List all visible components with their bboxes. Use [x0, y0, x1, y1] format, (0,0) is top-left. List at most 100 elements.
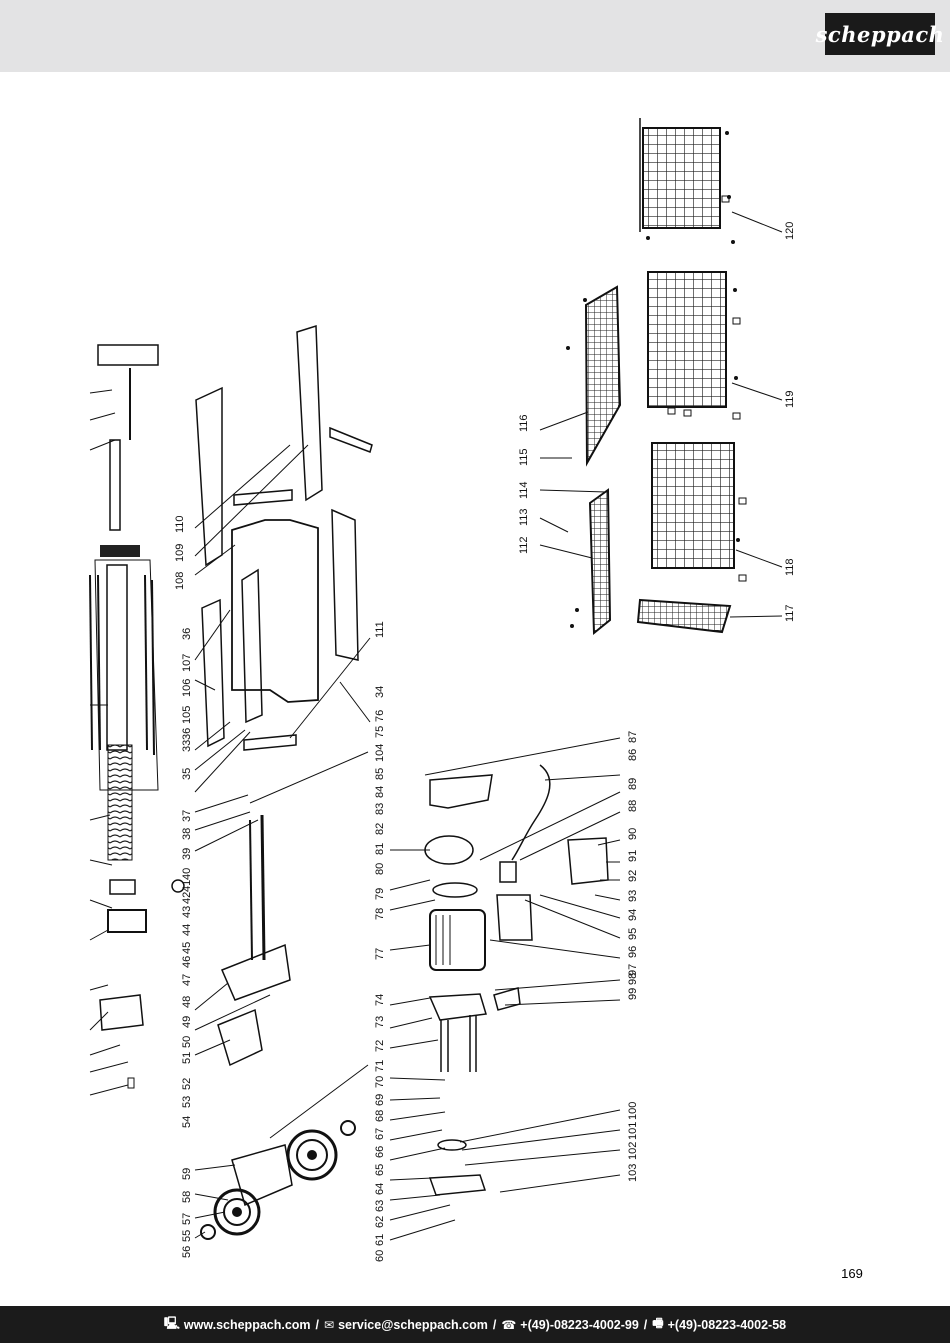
- callout-label: 49: [181, 1016, 193, 1028]
- page-footer: 🖳 www.scheppach.com / ✉ service@scheppac…: [0, 1306, 950, 1343]
- callout-label: 38: [181, 828, 193, 840]
- callout-label: 45: [181, 942, 193, 954]
- callout-label: 36: [181, 628, 193, 640]
- callout-label: 80: [374, 863, 386, 875]
- callout-label: 108: [174, 572, 186, 590]
- callout-label: 43: [181, 906, 193, 918]
- callout-label: 64: [374, 1183, 386, 1195]
- callout-label: 72: [374, 1040, 386, 1052]
- grille-118: [651, 442, 783, 582]
- grille-112: [539, 488, 612, 636]
- footer-phone[interactable]: +(49)-08223-4002-99: [520, 1317, 639, 1332]
- callout-label: 71: [374, 1060, 386, 1072]
- main-column: [89, 344, 185, 1089]
- callout-label: 37: [181, 810, 193, 822]
- callout-label: 99: [627, 988, 639, 1000]
- callout-label: 57: [181, 1213, 193, 1225]
- callout-label: 93: [627, 890, 639, 902]
- callout-labels: 120 119 118 117 116 115 114 113 112 111 …: [174, 222, 796, 1262]
- callout-label: 115: [518, 448, 530, 466]
- callout-label: 34: [374, 686, 386, 698]
- callout-label: 119: [784, 390, 796, 408]
- exploded-parts-drawing: 120 119 118 117 116 115 114 113 112 111 …: [89, 118, 796, 1262]
- callout-label: 58: [181, 1191, 193, 1203]
- callout-label: 75: [374, 726, 386, 738]
- grille-119: [647, 271, 783, 420]
- callout-label: 62: [374, 1216, 386, 1228]
- callout-label: 74: [374, 994, 386, 1006]
- callout-label: 60: [374, 1250, 386, 1262]
- callout-label: 94: [627, 909, 639, 921]
- callout-label: 50: [181, 1036, 193, 1048]
- callout-label: 111: [374, 621, 386, 638]
- callout-label: 87: [627, 731, 639, 743]
- callout-label: 109: [174, 544, 186, 562]
- callout-label: 120: [784, 222, 796, 240]
- callout-label: 81: [374, 843, 386, 855]
- callout-label: 97: [627, 964, 639, 976]
- callout-label: 82: [374, 823, 386, 835]
- callout-label: 52: [181, 1078, 193, 1090]
- callout-label: 35: [181, 768, 193, 780]
- callout-label: 33: [181, 740, 193, 752]
- callout-label: 41: [181, 880, 193, 892]
- callout-label: 89: [627, 778, 639, 790]
- callout-label: 83: [374, 803, 386, 815]
- callout-label: 101: [627, 1122, 639, 1140]
- callout-label: 104: [374, 744, 386, 762]
- callout-label: 98: [627, 973, 639, 985]
- callout-label: 55: [181, 1230, 193, 1242]
- callout-label: 54: [181, 1116, 193, 1128]
- callout-label: 118: [784, 558, 796, 576]
- mail-icon: ✉: [324, 1317, 335, 1332]
- callout-label: 107: [181, 654, 193, 672]
- callout-label: 79: [374, 888, 386, 900]
- grille-120: [639, 118, 783, 244]
- footer-separator: /: [492, 1317, 497, 1332]
- callout-label: 95: [627, 928, 639, 940]
- callout-label: 91: [627, 850, 639, 862]
- computer-icon: 🖳: [163, 1316, 180, 1330]
- footer-website[interactable]: www.scheppach.com: [183, 1317, 311, 1332]
- grille-116: [539, 285, 622, 467]
- callout-label: 113: [518, 508, 530, 526]
- callout-label: 68: [374, 1110, 386, 1122]
- callout-label: 84: [374, 786, 386, 798]
- page-number: 169: [841, 1266, 863, 1281]
- callout-label: 46: [181, 956, 193, 968]
- callout-label: 77: [374, 948, 386, 960]
- callout-label: 66: [374, 1146, 386, 1158]
- callout-label: 51: [181, 1052, 193, 1064]
- callout-label: 102: [627, 1142, 639, 1160]
- callout-label: 110: [174, 515, 186, 533]
- callout-label: 88: [627, 800, 639, 812]
- footer-separator: /: [643, 1317, 648, 1332]
- callout-label: 40: [181, 868, 193, 880]
- callout-label: 61: [374, 1234, 386, 1246]
- callout-label: 69: [374, 1094, 386, 1106]
- callout-label: 103: [627, 1164, 639, 1182]
- push-rods: [217, 814, 291, 1067]
- callout-label: 63: [374, 1200, 386, 1212]
- callout-label: 76: [374, 710, 386, 722]
- callout-label: 90: [627, 828, 639, 840]
- callout-label: 65: [374, 1164, 386, 1176]
- callout-label: 117: [784, 604, 796, 622]
- callout-label: 114: [518, 481, 530, 499]
- callout-label: 67: [374, 1128, 386, 1140]
- callout-label: 47: [181, 974, 193, 986]
- footer-email[interactable]: service@scheppach.com: [338, 1317, 488, 1332]
- callout-label: 59: [181, 1168, 193, 1180]
- callout-label: 56: [181, 1246, 193, 1258]
- callout-label: 42: [181, 892, 193, 904]
- callout-label: 39: [181, 848, 193, 860]
- fax-icon: 🖷: [652, 1316, 664, 1330]
- callout-label: 85: [374, 768, 386, 780]
- splitter-frame: [195, 324, 373, 751]
- callout-label: 44: [181, 924, 193, 936]
- page-header: scheppach: [0, 0, 950, 72]
- callout-label: 96: [627, 946, 639, 958]
- callout-label: 112: [518, 536, 530, 554]
- callout-label: 36: [181, 728, 193, 740]
- callout-label: 78: [374, 908, 386, 920]
